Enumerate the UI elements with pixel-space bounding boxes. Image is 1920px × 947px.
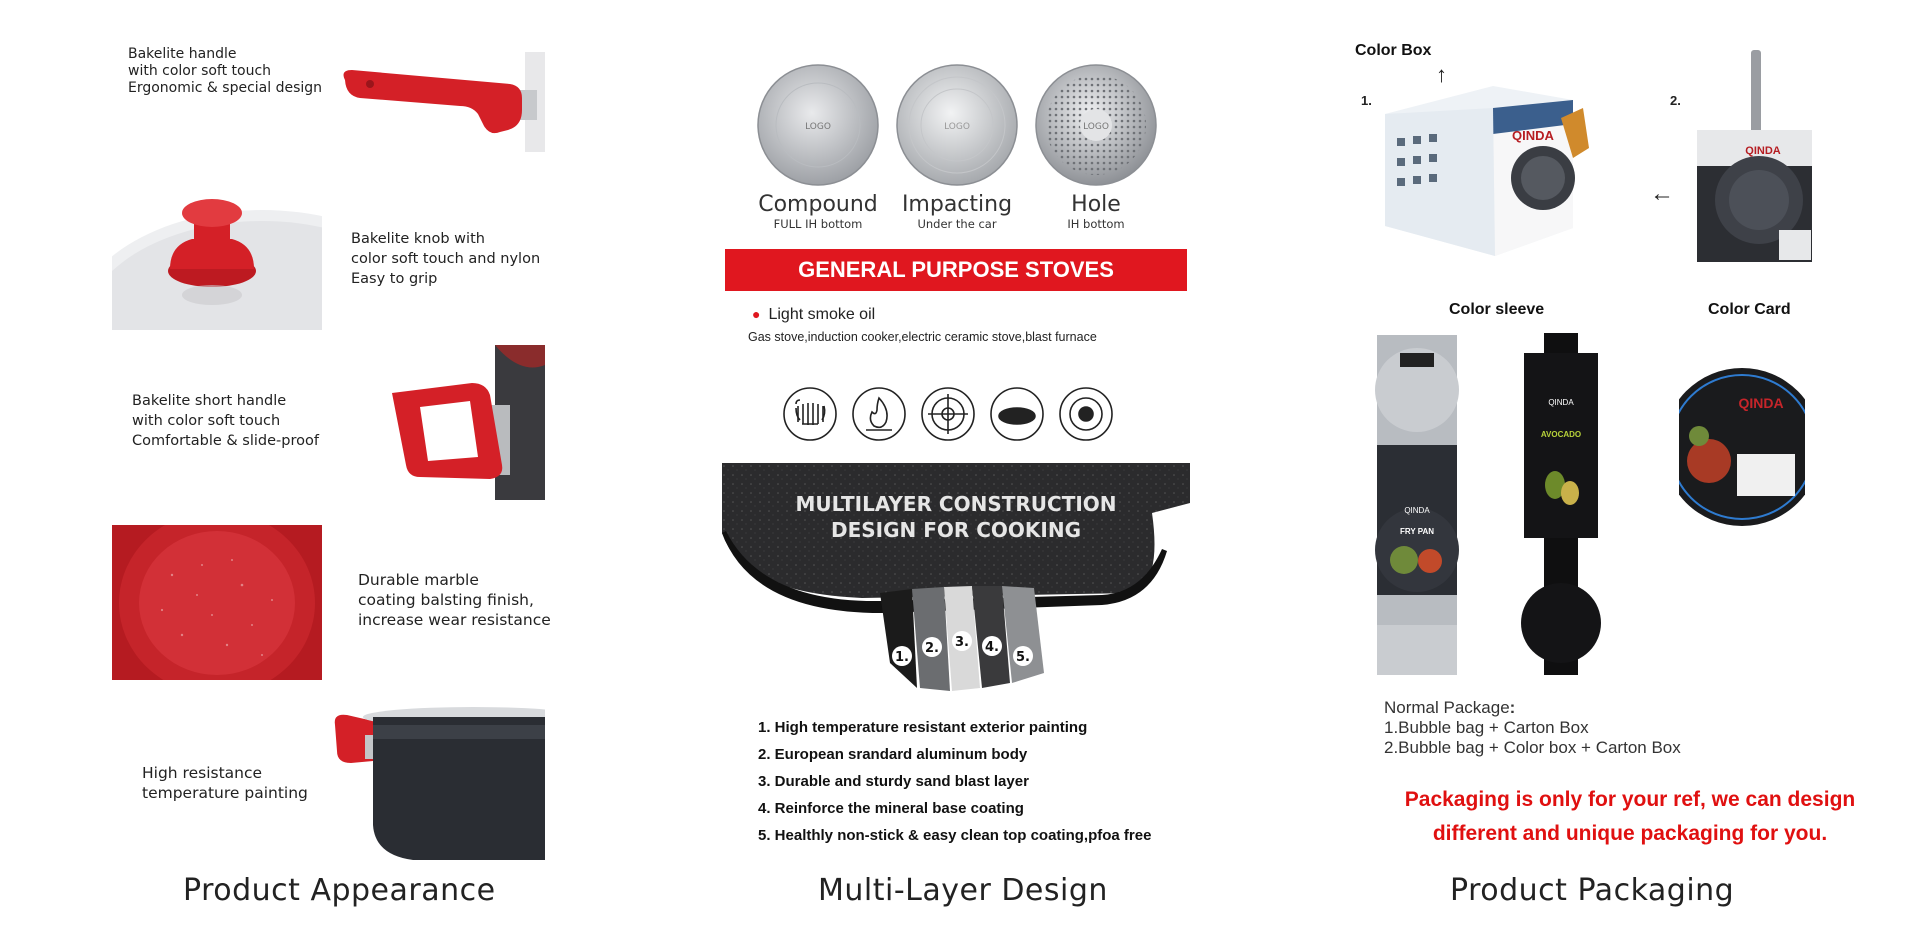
packaging-title: Product Packaging bbox=[1450, 873, 1735, 908]
base-label-impacting: Impacting Under the car bbox=[901, 192, 1013, 231]
brand-logo: QINDA bbox=[1738, 395, 1783, 411]
sleeve-product-label: FRY PAN bbox=[1400, 527, 1434, 536]
pot-image bbox=[333, 705, 545, 860]
num-2: 2. bbox=[1670, 93, 1681, 108]
marble-coating-image bbox=[112, 525, 322, 680]
sleeve-grey-image: QINDA FRY PAN bbox=[1372, 335, 1462, 675]
layer-number-4: 4. bbox=[985, 640, 999, 655]
feature-knob-text: Bakelite knob with color soft touch and … bbox=[351, 231, 541, 287]
color-card-image: QINDA bbox=[1663, 366, 1821, 536]
sleeve-black-image: QINDA AVOCADO bbox=[1520, 333, 1602, 675]
brand-logo: QINDA bbox=[1548, 398, 1574, 407]
layer-list: 1. High temperature resistant exterior p… bbox=[758, 714, 1151, 849]
layer-number-2: 2. bbox=[925, 641, 939, 656]
layer-item: 5. Healthly non-stick & easy clean top c… bbox=[758, 827, 1152, 844]
layer-item: 1. High temperature resistant exterior p… bbox=[758, 719, 1088, 736]
color-box-image: QINDA bbox=[1383, 78, 1593, 258]
logo-mark: LOGO bbox=[1083, 122, 1109, 132]
brand-logo: QINDA bbox=[1745, 145, 1781, 157]
gas-flame-icon bbox=[852, 387, 906, 441]
short-handle-image bbox=[390, 345, 545, 500]
sleeve-product-label: AVOCADO bbox=[1541, 430, 1581, 439]
stoves-list: Gas stove,induction cooker,electric cera… bbox=[748, 330, 1097, 344]
normal-package-notes: Normal Package: 1.Bubble bag + Carton Bo… bbox=[1384, 698, 1681, 758]
color-sleeve-label: Color sleeve bbox=[1449, 301, 1545, 318]
packaging-note: Packaging is only for your ref, we can d… bbox=[1404, 788, 1856, 845]
normal-package-heading: Normal Package: bbox=[1384, 698, 1516, 717]
feature-handle-text: Bakelite handle with color soft touch Er… bbox=[128, 46, 323, 96]
bullet-dot-icon: ● bbox=[752, 306, 761, 322]
construction-heading: MULTILAYER CONSTRUCTION DESIGN FOR COOKI… bbox=[795, 492, 1117, 542]
layer-item: 4. Reinforce the mineral base coating bbox=[758, 800, 1024, 817]
appearance-title: Product Appearance bbox=[183, 873, 496, 908]
gas-burner-icon bbox=[921, 387, 975, 441]
color-box-label: Color Box bbox=[1355, 42, 1432, 59]
layer-item: 2. European srandard aluminum body bbox=[758, 746, 1028, 763]
base-label-hole: Hole IH bottom bbox=[1067, 192, 1125, 231]
layer-number-5: 5. bbox=[1016, 650, 1030, 665]
arrow-up-icon: ↑ bbox=[1436, 62, 1447, 87]
logo-mark: LOGO bbox=[805, 122, 831, 132]
feature-painting-text: High resistance temperature painting bbox=[142, 764, 308, 802]
stoves-banner: GENERAL PURPOSE STOVES bbox=[725, 249, 1187, 291]
num-1: 1. bbox=[1361, 93, 1372, 108]
multilayer-title: Multi-Layer Design bbox=[818, 873, 1108, 908]
hotplate-icon bbox=[1059, 387, 1113, 441]
layer-number-3: 3. bbox=[955, 635, 969, 650]
color-card-label: Color Card bbox=[1708, 301, 1791, 318]
base-label-compound: Compound FULL IH bottom bbox=[758, 192, 878, 231]
packaged-pan-image: QINDA bbox=[1693, 50, 1818, 265]
knob-image bbox=[112, 183, 322, 330]
package-option: 2.Bubble bag + Color box + Carton Box bbox=[1384, 738, 1681, 757]
base-disc-hole: LOGO bbox=[1035, 64, 1157, 186]
feature-short-handle-text: Bakelite short handle with color soft to… bbox=[132, 393, 319, 449]
layer-item: 3. Durable and sturdy sand blast layer bbox=[758, 773, 1029, 790]
base-disc-impacting: LOGO bbox=[896, 64, 1018, 186]
stove-icons bbox=[782, 386, 1127, 442]
layer-number-1: 1. bbox=[895, 650, 909, 665]
induction-coil-icon bbox=[783, 387, 837, 441]
ceramic-plate-icon bbox=[990, 387, 1044, 441]
multilayer-construction-image: 1. 2. 3. 4. 5. MULTILAYER CONSTRUCTION D… bbox=[722, 463, 1190, 698]
brand-logo: QINDA bbox=[1404, 506, 1430, 515]
package-option: 1.Bubble bag + Carton Box bbox=[1384, 718, 1589, 737]
feature-marble-text: Durable marble coating balsting finish, … bbox=[358, 571, 551, 629]
brand-logo: QINDA bbox=[1512, 128, 1555, 143]
logo-mark: LOGO bbox=[944, 122, 970, 132]
bullet-row: ●Light smoke oil bbox=[752, 306, 876, 323]
handle-image bbox=[340, 52, 545, 152]
arrow-left-icon: ← bbox=[1650, 180, 1674, 207]
base-disc-compound: LOGO bbox=[757, 64, 879, 186]
